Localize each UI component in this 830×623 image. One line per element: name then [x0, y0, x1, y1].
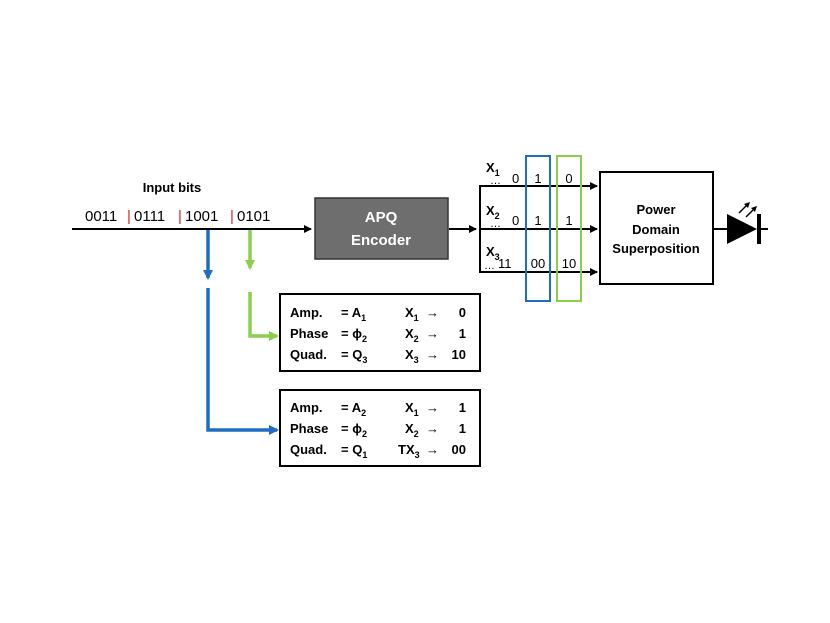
mapping-arrow: → [426, 421, 439, 436]
mapping-value: 10 [452, 347, 466, 362]
mapping-value: 1 [459, 400, 466, 415]
mapping-variable: X2 [405, 326, 419, 344]
bit-separator-3: | [230, 208, 234, 225]
output-dots-x2: … [490, 218, 501, 230]
mapping-equation: = A1 [341, 305, 366, 323]
blue-symbol-highlight [525, 155, 551, 302]
bit-separator-2: | [178, 208, 182, 225]
bit-group-3: 1001 [185, 208, 218, 225]
mapping-label: Phase [290, 326, 328, 341]
mapping-variable: X1 [405, 305, 419, 323]
mapping-equation: = ϕ2 [341, 421, 367, 439]
mapping-label: Quad. [290, 347, 327, 362]
green-box-arrow [248, 292, 279, 341]
encoder-label-line2: Encoder [351, 232, 411, 249]
blue-box-arrow [206, 288, 279, 435]
output-green-bit-x1: 0 [565, 171, 572, 186]
led-icon [727, 202, 768, 244]
encoder-label-line1: APQ [365, 209, 398, 226]
superposition-label-line1: Power [636, 202, 675, 217]
mapping-variable: X1 [405, 400, 419, 418]
mapping-arrow: → [426, 305, 439, 320]
mapping-arrow: → [426, 400, 439, 415]
bit-separator-1: | [127, 208, 131, 225]
mapping-value: 1 [459, 421, 466, 436]
bit-group-4: 0101 [237, 208, 270, 225]
bit-group-1: 0011 [85, 208, 117, 225]
mapping-equation: = Q1 [341, 442, 367, 460]
output-label-x1: X1 [486, 160, 500, 178]
output-label-x2: X2 [486, 203, 500, 221]
output-dots-x3: … [484, 260, 495, 272]
mapping-label: Quad. [290, 442, 327, 457]
bit-group-2: 0111 [134, 208, 165, 225]
mapping-arrow: → [426, 442, 439, 457]
mapping-equation: = ϕ2 [341, 326, 367, 344]
green-symbol-highlight [556, 155, 582, 302]
superposition-label-line2: Domain [632, 222, 680, 237]
mapping-equation: = Q3 [341, 347, 367, 365]
mapping-value: 00 [452, 442, 466, 457]
blue-mapping-box: Amp. = A2 X1 → 1 Phase = ϕ2 X2 → 1 Quad.… [279, 389, 481, 467]
output-label-x3: X3 [486, 244, 500, 262]
mapping-equation: = A2 [341, 400, 366, 418]
output-green-bit-x2: 1 [565, 213, 572, 228]
output-blue-bit-x2: 1 [534, 213, 541, 228]
input-bits-label: Input bits [143, 180, 202, 195]
output-green-bit-x3: 10 [562, 256, 576, 271]
mapping-variable: TX3 [398, 442, 420, 460]
output-prefix-x3: 11 [498, 256, 512, 271]
mapping-value: 0 [459, 305, 466, 320]
mapping-arrow: → [426, 347, 439, 362]
mapping-variable: X3 [405, 347, 419, 365]
output-blue-bit-x3: 00 [531, 256, 545, 271]
mapping-arrow: → [426, 326, 439, 341]
output-blue-bit-x1: 1 [534, 171, 541, 186]
output-prefix-x2: 0 [512, 213, 519, 228]
apq-encoder-box [314, 197, 449, 260]
mapping-label: Amp. [290, 400, 323, 415]
mapping-variable: X2 [405, 421, 419, 439]
mapping-label: Amp. [290, 305, 323, 320]
output-dots-x1: … [490, 175, 501, 187]
mapping-value: 1 [459, 326, 466, 341]
power-domain-superposition-box [599, 171, 714, 285]
green-mapping-box: Amp. = A1 X1 → 0 Phase = ϕ2 X2 → 1 Quad.… [279, 293, 481, 372]
superposition-label-line3: Superposition [612, 241, 699, 256]
output-prefix-x1: 0 [512, 171, 519, 186]
mapping-label: Phase [290, 421, 328, 436]
